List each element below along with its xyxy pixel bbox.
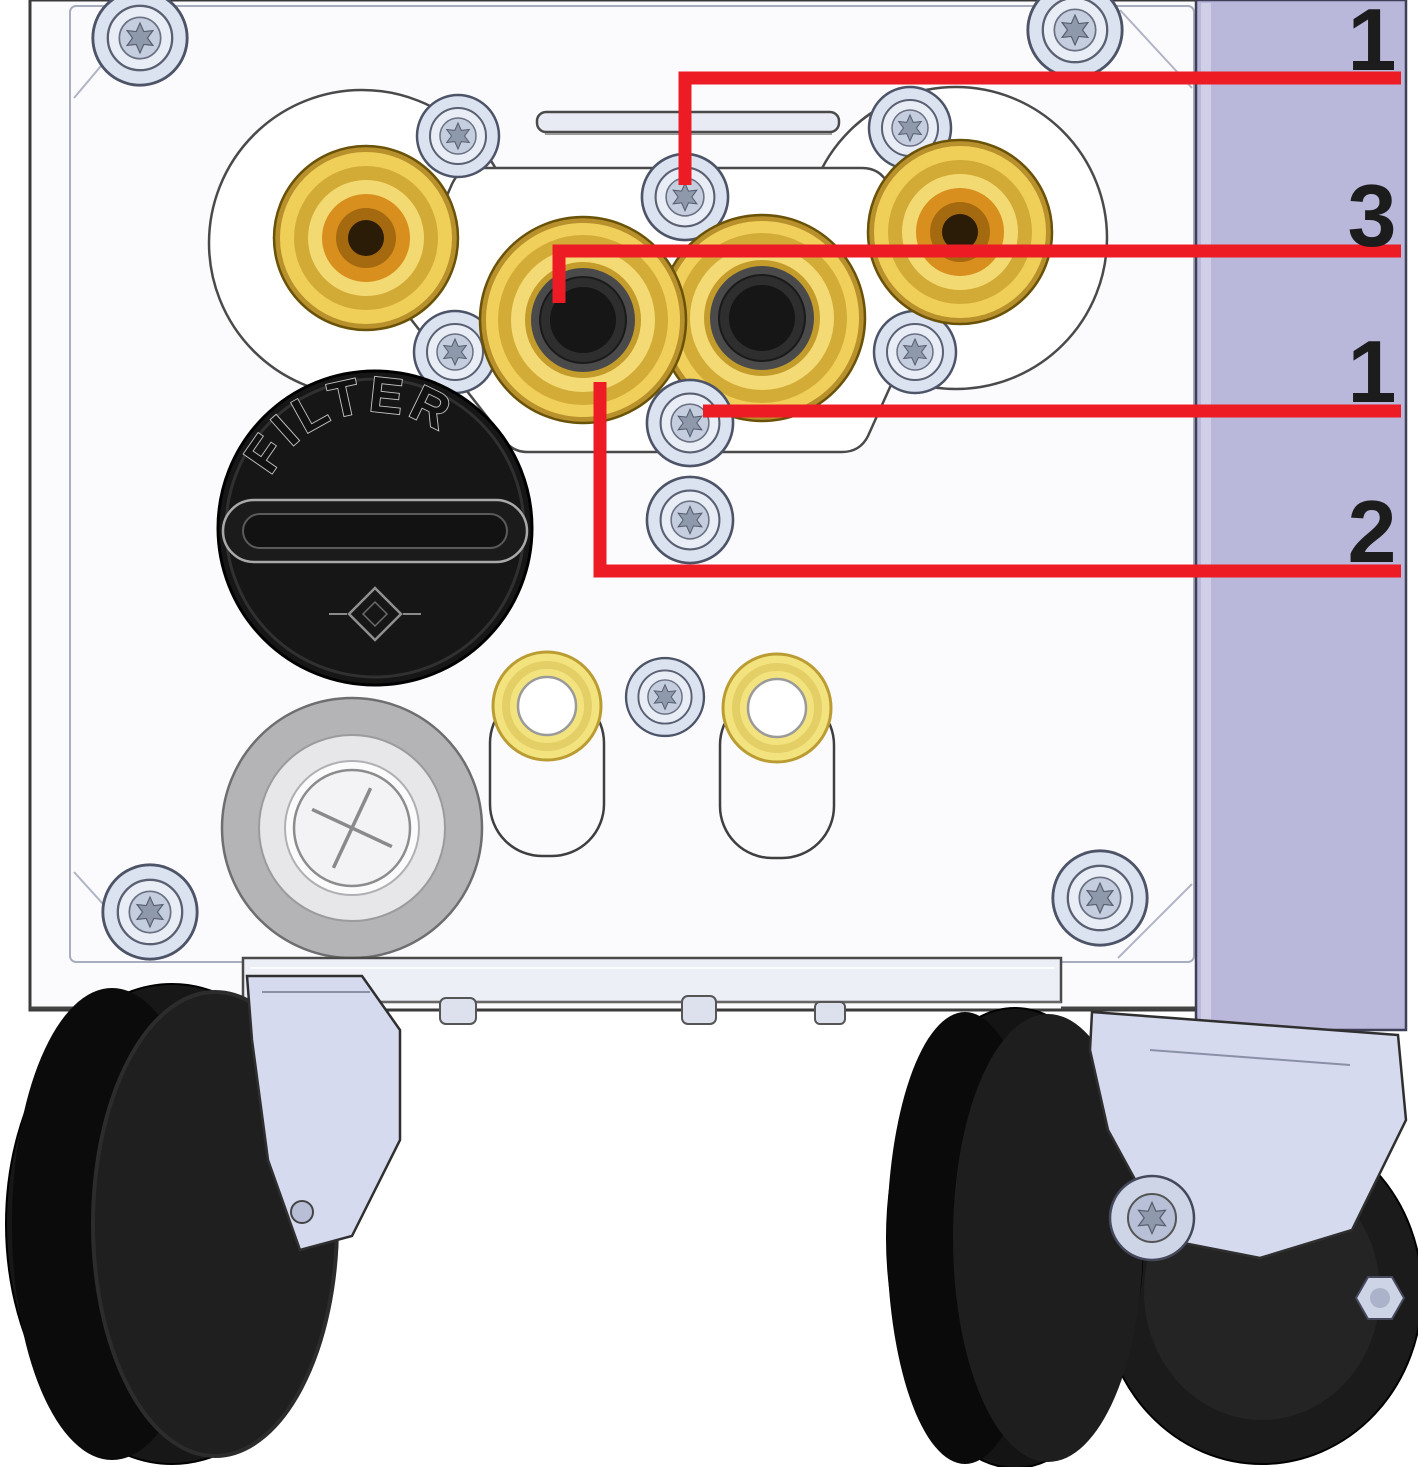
torx-screw xyxy=(93,0,187,85)
caster-right xyxy=(886,1007,1418,1467)
corner-chamfer xyxy=(1117,883,1193,959)
caster-wheel-front-face xyxy=(953,1014,1143,1462)
axle-bolt xyxy=(290,1200,314,1224)
leader-line-1-top xyxy=(678,71,1401,185)
bushing-left xyxy=(488,650,606,858)
bushing-hole xyxy=(746,677,808,739)
bushing-ring-depth xyxy=(732,663,822,753)
filter-cap-handle-groove xyxy=(242,513,508,549)
rail-bar xyxy=(241,956,1063,1004)
callout-label-1-top: 1 xyxy=(1348,0,1397,89)
callout-label-1-mid: 1 xyxy=(1348,322,1397,421)
cross-lines xyxy=(311,787,393,869)
dinse-connector-upper-left xyxy=(272,144,460,332)
bushing-ring-depth xyxy=(502,661,592,751)
callout-label-3: 3 xyxy=(1348,166,1397,265)
torx-screw xyxy=(1028,0,1122,77)
rail-clip xyxy=(681,995,717,1025)
swivel-nut-center xyxy=(1370,1288,1390,1308)
recycling-diamond-icon xyxy=(329,586,421,642)
round-grommet xyxy=(220,696,484,960)
bracket-seam xyxy=(1149,1049,1351,1066)
torx-screw-callout-1-mid xyxy=(647,380,733,466)
torx-screw xyxy=(647,477,733,563)
cross-plug-icon xyxy=(311,787,393,869)
diamond-outline xyxy=(347,586,403,642)
caster-bracket xyxy=(245,974,402,1252)
side-panel-face xyxy=(1194,0,1408,1032)
torx-screw xyxy=(1053,851,1147,945)
rail-clip xyxy=(439,997,477,1025)
side-panel xyxy=(1194,0,1408,1032)
dinse-connector-upper-right xyxy=(866,138,1054,326)
bushing-hole xyxy=(516,675,578,737)
bushing-right xyxy=(718,652,836,860)
side-panel-highlight xyxy=(1201,3,1211,1027)
torx-screw xyxy=(103,865,197,959)
rail-clip xyxy=(814,1001,846,1025)
leader-line-2 xyxy=(593,382,1401,578)
callouts: 1 3 1 2 xyxy=(552,0,1401,581)
callout-label-2: 2 xyxy=(1348,482,1397,581)
caster-left xyxy=(5,974,402,1465)
leader-line-3 xyxy=(552,244,1401,303)
torx-screw xyxy=(417,95,499,177)
torx-screw xyxy=(626,658,704,736)
bottom-rail xyxy=(30,956,1196,1025)
diamond-inner xyxy=(361,600,389,628)
